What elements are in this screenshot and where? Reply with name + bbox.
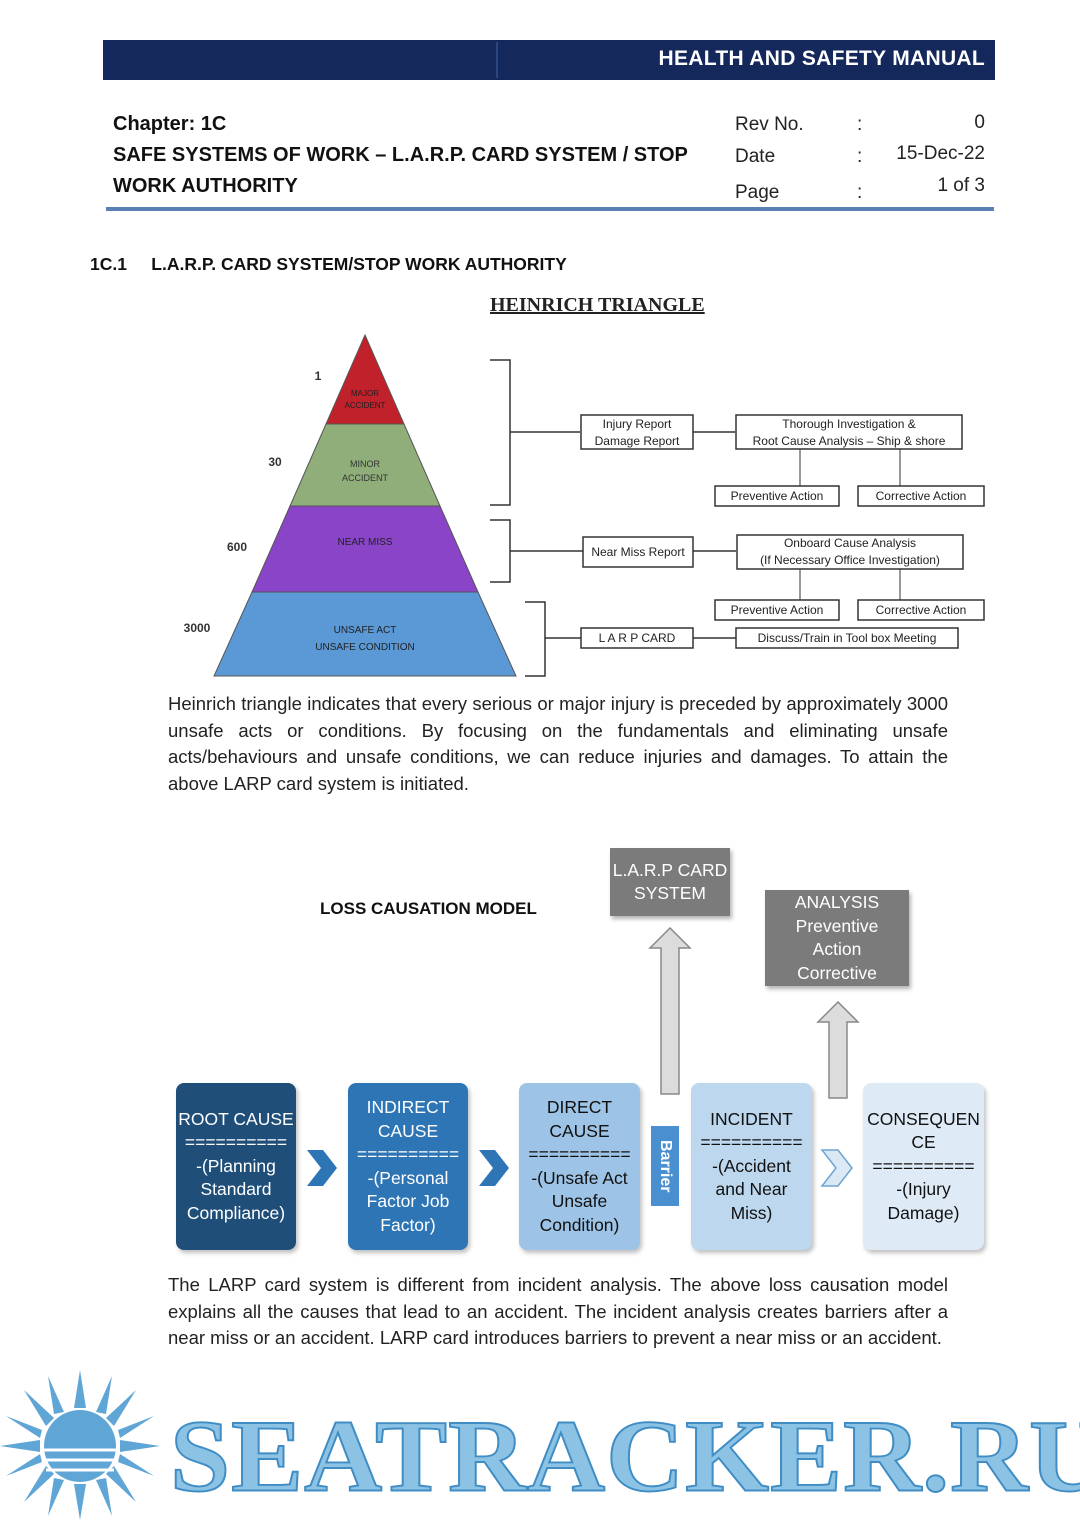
tri-count-3000: 3000 <box>184 621 211 635</box>
toolbox-meeting-text: Discuss/Train in Tool box Meeting <box>758 631 937 645</box>
onboard-line2: (If Necessary Office Investigation) <box>760 553 940 567</box>
corrective-box-1 <box>857 485 985 507</box>
larp-system-text: L.A.R.P CARD SYSTEM <box>612 859 728 904</box>
bracket-unsafe <box>525 601 546 677</box>
corrective-text-1: Corrective Action <box>876 489 967 503</box>
near-miss-report-text: Near Miss Report <box>591 545 685 559</box>
rev-label: Rev No. <box>735 114 804 135</box>
indirect-cause-box: INDIRECT CAUSE ========== -(Personal Fac… <box>348 1083 468 1250</box>
corrective-box-2 <box>857 599 985 621</box>
chapter-title-line2: WORK AUTHORITY <box>113 175 298 197</box>
consequence-box: CONSEQUEN CE ========== -(Injury Damage) <box>863 1083 984 1250</box>
chevron-arrow-1-icon <box>307 1150 337 1186</box>
up-arrow-analysis <box>816 1000 860 1099</box>
up-arrow-larp <box>648 926 692 1095</box>
date-label: Date <box>735 146 776 167</box>
investigation-line2: Root Cause Analysis – Ship & shore <box>753 434 946 448</box>
page-colon: : <box>857 182 863 203</box>
header-divider <box>496 42 498 78</box>
chevron-arrow-2-icon <box>479 1150 509 1186</box>
larp-card-text: L A R P CARD <box>599 631 676 645</box>
tri-layer-unsafe <box>213 591 517 677</box>
onboard-analysis-box <box>736 534 964 570</box>
page-label: Page <box>735 182 780 203</box>
larp-paragraph: The LARP card system is different from i… <box>168 1274 948 1348</box>
injury-report-line2: Damage Report <box>595 434 680 448</box>
tri-layer-major <box>325 333 405 425</box>
incident-text: INCIDENT ========== -(Accident and Near … <box>700 1108 803 1223</box>
chevron-arrow-3-icon <box>820 1149 853 1187</box>
sun-logo-icon <box>0 1370 160 1520</box>
analysis-box: ANALYSIS Preventive Action Corrective <box>765 890 909 986</box>
tri-label-unsafe-2: UNSAFE CONDITION <box>315 642 414 653</box>
tri-label-major-2: ACCIDENT <box>345 401 386 410</box>
injury-report-box <box>580 414 694 450</box>
rev-colon: : <box>857 114 863 135</box>
tri-label-major-1: MAJOR <box>351 389 379 398</box>
loss-causation-title: LOSS CAUSATION MODEL <box>320 899 537 918</box>
barrier-label: Barrier <box>657 1139 674 1193</box>
injury-report-line1: Injury Report <box>603 417 672 431</box>
onboard-line1: Onboard Cause Analysis <box>784 536 916 550</box>
indirect-cause-text: INDIRECT CAUSE ========== -(Personal Fac… <box>356 1097 460 1235</box>
consequence-text: CONSEQUEN CE ========== -(Injury Damage) <box>867 1108 980 1223</box>
chapter-title-line1: SAFE SYSTEMS OF WORK – L.A.R.P. CARD SYS… <box>113 144 688 166</box>
date-value: 15-Dec-22 <box>896 143 985 164</box>
barrier-block: Barrier <box>651 1126 679 1206</box>
page-value: 1 of 3 <box>937 175 985 196</box>
corrective-text-2: Corrective Action <box>876 603 967 617</box>
larp-system-box: L.A.R.P CARD SYSTEM <box>610 848 730 916</box>
tri-count-600: 600 <box>227 540 247 554</box>
watermark-text: SEATRACKER.RU <box>169 1399 1080 1514</box>
heinrich-title: HEINRICH TRIANGLE <box>490 294 705 316</box>
bracket-accidents <box>490 359 511 506</box>
tri-layer-nearmiss <box>251 505 479 593</box>
investigation-box <box>735 414 963 450</box>
header-band <box>103 40 995 80</box>
tri-count-1: 1 <box>315 369 322 383</box>
root-cause-box: ROOT CAUSE ========== -(Planning Standar… <box>176 1083 296 1250</box>
section-heading: 1C.1 L.A.R.P. CARD SYSTEM/STOP WORK AUTH… <box>90 254 567 274</box>
tri-label-minor-2: ACCIDENT <box>342 473 389 483</box>
analysis-text: ANALYSIS Preventive Action Corrective <box>794 892 880 983</box>
direct-cause-text: DIRECT CAUSE ========== -(Unsafe Act Uns… <box>528 1097 631 1235</box>
chapter-number: Chapter: 1C <box>113 113 227 135</box>
tri-label-minor-1: MINOR <box>350 459 380 469</box>
preventive-text-2: Preventive Action <box>731 603 824 617</box>
preventive-text-1: Preventive Action <box>731 489 824 503</box>
heinrich-paragraph: Heinrich triangle indicates that every s… <box>168 693 948 794</box>
rev-value: 0 <box>974 112 985 133</box>
incident-box: INCIDENT ========== -(Accident and Near … <box>691 1083 812 1250</box>
tri-label-nearmiss: NEAR MISS <box>337 537 392 548</box>
heinrich-diagram: MAJOR ACCIDENT MINOR ACCIDENT NEAR MISS … <box>184 333 985 677</box>
investigation-line1: Thorough Investigation & <box>782 417 915 431</box>
larp-card-box <box>580 627 694 649</box>
preventive-box-1 <box>714 485 840 507</box>
root-cause-text: ROOT CAUSE ========== -(Planning Standar… <box>178 1108 294 1223</box>
toolbox-meeting-box <box>735 627 959 649</box>
date-colon: : <box>857 146 863 167</box>
preventive-box-2 <box>714 599 840 621</box>
chapter-divider <box>106 207 994 211</box>
tri-count-30: 30 <box>268 455 282 469</box>
near-miss-report-box <box>582 536 694 568</box>
manual-title: HEALTH AND SAFETY MANUAL <box>658 47 985 70</box>
direct-cause-box: DIRECT CAUSE ========== -(Unsafe Act Uns… <box>519 1083 640 1250</box>
tri-label-unsafe-1: UNSAFE ACT <box>334 625 397 636</box>
bracket-nearmiss <box>490 519 511 583</box>
